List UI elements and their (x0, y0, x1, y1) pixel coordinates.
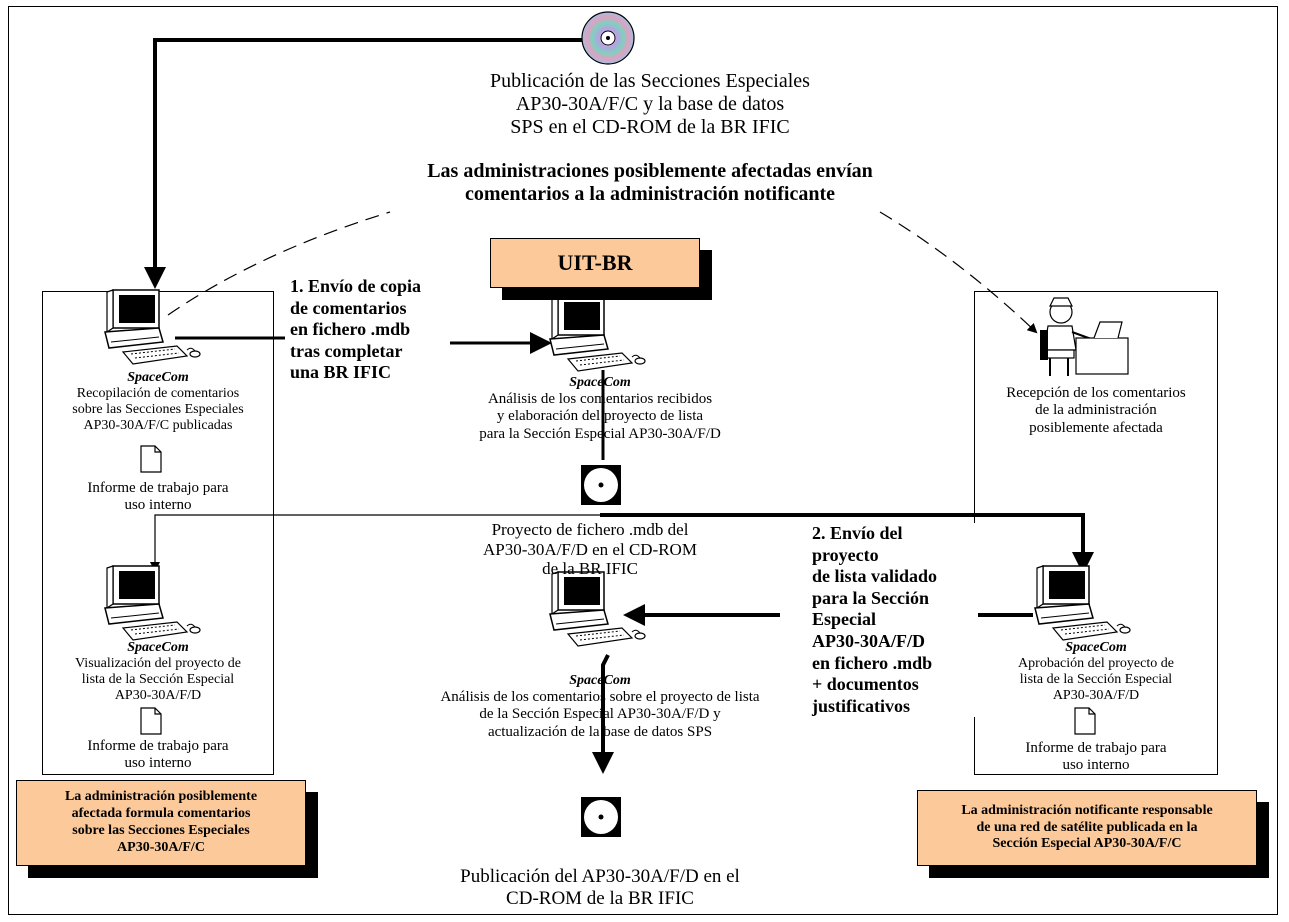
report-line: uso interno (1062, 757, 1130, 774)
step1-line: en fichero .mdb (290, 319, 411, 340)
disc-icon (581, 465, 621, 505)
top-publication-line: SPS en el CD-ROM de la BR IFIC (510, 116, 790, 138)
step2-line: AP30-30A/F/D (812, 630, 925, 651)
step2-line: proyecto (812, 544, 879, 565)
step1-line: una BR IFIC (290, 362, 392, 383)
step2-line: en fichero .mdb (812, 652, 933, 673)
uit-br-box: UIT-BR (490, 238, 700, 288)
caption-line: y elaboración del proyecto de lista (496, 408, 704, 425)
orange-line: La administración notificante responsabl… (961, 802, 1213, 818)
top-publication-line: Publicación de las Secciones Especiales (490, 70, 810, 92)
center-draft-caption: Proyecto de fichero .mdb del AP30-30A/F/… (420, 520, 760, 579)
step2-line: Especial (812, 609, 877, 630)
right-approval-caption: SpaceCom Aprobación del proyecto de list… (976, 640, 1216, 704)
person-at-desk-icon (1040, 297, 1129, 376)
left-orange-box: La administración posiblemente afectada … (16, 780, 306, 866)
document-icon (1074, 707, 1096, 735)
report-line: Informe de trabajo para (87, 738, 229, 754)
caption-line: Análisis de los comentarios recibidos (487, 391, 713, 408)
step2-label: 2. Envío del proyecto de lista validado … (812, 523, 978, 718)
step1-line: 1. Envío de copia (290, 276, 422, 296)
caption-line: para la Sección Especial AP30-30A/F/D (479, 425, 721, 442)
report-line: Informe de trabajo para (1025, 740, 1167, 756)
headline-line: comentarios a la administración notifica… (465, 183, 835, 205)
caption-line: de la BR IFIC (542, 559, 638, 579)
step2-line: para la Sección (812, 587, 929, 608)
spacecom-label: SpaceCom (1065, 640, 1127, 655)
right-orange-box: La administración notificante responsabl… (917, 790, 1257, 866)
right-report: Informe de trabajo para uso interno (976, 740, 1216, 775)
computer-icon (549, 296, 646, 372)
disc-icon (581, 797, 621, 837)
report-line: uso interno (124, 497, 192, 514)
step1-line: de comentarios (290, 297, 407, 318)
spacecom-label: SpaceCom (127, 640, 189, 655)
spacecom-label: SpaceCom (569, 375, 631, 390)
step2-line: de lista validado (812, 566, 938, 587)
orange-line: de una red de satélite publicada en la (976, 819, 1198, 835)
caption-line: Análisis de los comentarios sobre el pro… (440, 689, 760, 706)
caption-line: lista de la Sección Especial (81, 672, 235, 688)
center-analysis-caption: SpaceCom Análisis de los comentarios rec… (430, 375, 770, 443)
computer-icon (549, 571, 646, 647)
computer-icon (104, 565, 201, 641)
caption-line: Recopilación de comentarios (76, 386, 240, 402)
center-analysis2-caption: SpaceCom Análisis de los comentarios sob… (380, 673, 820, 741)
document-icon (140, 445, 162, 473)
final-publication-text: Publicación del AP30-30A/F/D en el CD-RO… (380, 866, 820, 910)
caption-line: Visualización del proyecto de (75, 656, 241, 672)
uit-br-label: UIT-BR (557, 250, 633, 275)
spacecom-label: SpaceCom (569, 673, 631, 688)
document-icon (140, 707, 162, 735)
computer-icon (1034, 565, 1131, 641)
caption-line: Aprobación del proyecto de (1018, 656, 1174, 672)
left-report-bottom: Informe de trabajo para uso interno (44, 738, 272, 773)
caption-line: AP30-30A/F/D (114, 688, 202, 704)
publication-line: CD-ROM de la BR IFIC (506, 887, 694, 909)
top-publication-text: Publicación de las Secciones Especiales … (300, 70, 1000, 139)
orange-line: afectada formula comentarios (71, 806, 251, 822)
left-top-caption: SpaceCom Recopilación de comentarios sob… (44, 370, 272, 434)
top-publication-line: AP30-30A/F/C y la base de datos (515, 93, 785, 115)
headline-line: Las administraciones posiblemente afecta… (427, 160, 873, 182)
orange-line: Sección Especial AP30-30A/F/C (992, 836, 1182, 852)
cd-rom-icon (581, 11, 635, 65)
publication-line: Publicación del AP30-30A/F/D en el (460, 866, 740, 887)
spacecom-label: SpaceCom (127, 370, 189, 385)
step2-line: 2. Envío del (812, 523, 903, 543)
caption-line: de la administración (1035, 402, 1157, 419)
orange-line: AP30-30A/F/C (117, 839, 205, 855)
right-reception-caption: Recepción de los comentarios de la admin… (976, 385, 1216, 437)
caption-line: AP30-30A/F/C publicadas (83, 418, 233, 434)
caption-line: AP30-30A/F/D (1052, 688, 1140, 704)
left-bottom-caption: SpaceCom Visualización del proyecto de l… (44, 640, 272, 704)
caption-line: actualización de la base de datos SPS (487, 723, 713, 740)
caption-line: de la Sección Especial AP30-30A/F/D y (479, 706, 721, 723)
caption-line: lista de la Sección Especial (1019, 672, 1173, 688)
caption-line: Recepción de los comentarios (1006, 385, 1186, 401)
step2-line: justificativos (812, 695, 910, 716)
orange-line: sobre las Secciones Especiales (72, 823, 250, 838)
step1-line: tras completar (290, 340, 403, 361)
orange-line: La administración posiblemente (64, 789, 258, 805)
caption-line: Proyecto de fichero .mdb del (491, 520, 689, 539)
caption-line: posiblemente afectada (1029, 419, 1163, 436)
left-report-top: Informe de trabajo para uso interno (44, 480, 272, 515)
headline-text: Las administraciones posiblemente afecta… (250, 160, 1050, 206)
step2-line: + documentos (812, 674, 919, 695)
caption-line: sobre las Secciones Especiales (72, 402, 244, 418)
step1-label: 1. Envío de copia de comentarios en fich… (290, 276, 450, 384)
report-line: Informe de trabajo para (87, 480, 229, 496)
caption-line: AP30-30A/F/D en el CD-ROM (483, 539, 697, 559)
computer-icon (104, 289, 201, 365)
report-line: uso interno (124, 755, 192, 772)
diagram-frame (8, 6, 1278, 915)
